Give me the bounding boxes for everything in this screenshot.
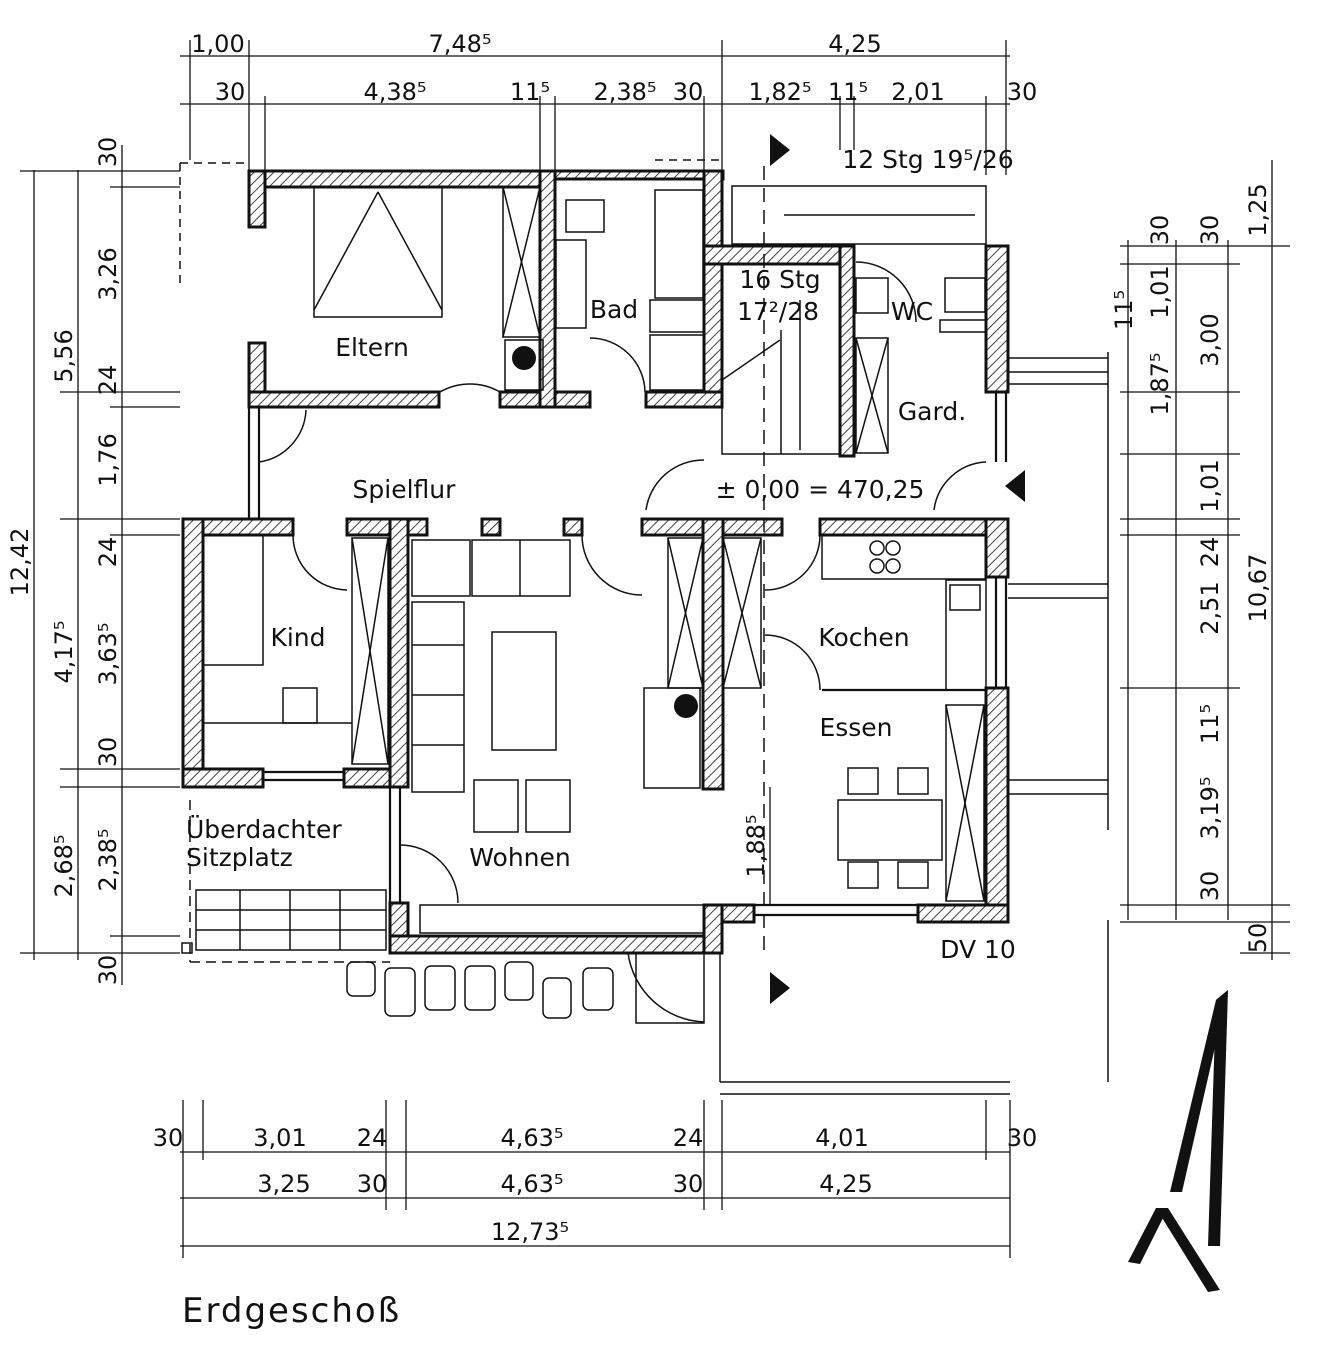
- walls: [181, 169, 1010, 955]
- dim-right-3-00: 3,00: [1196, 313, 1224, 366]
- dim-top-1-00: 1,00: [191, 30, 244, 58]
- plan-title: Erdgeschoß: [182, 1291, 401, 1331]
- dim-right-24: 24: [1196, 537, 1224, 568]
- dim-bot-24-a: 24: [357, 1124, 388, 1152]
- dim-top-30-c: 30: [1007, 78, 1038, 106]
- stair-count: 16 Stg: [739, 265, 820, 294]
- dim-right-30-c: 30: [1146, 215, 1174, 246]
- dim-left-24-b: 24: [94, 537, 122, 568]
- dim-left-30-a: 30: [94, 137, 122, 168]
- dim-top-7-48: 7,48⁵: [428, 30, 491, 58]
- dim-right-30-a: 30: [1196, 215, 1224, 246]
- room-sitzplatz-line1: Überdachter: [186, 815, 342, 844]
- dim-left-30-c: 30: [94, 955, 122, 986]
- level-label: ± 0,00 = 470,25: [716, 475, 925, 504]
- dim-top-11-b: 11⁵: [828, 78, 868, 106]
- dim-top-30-a: 30: [215, 78, 246, 106]
- dim-bot-30-b: 30: [1007, 1124, 1038, 1152]
- dim-right-2-51: 2,51: [1196, 581, 1224, 634]
- room-kind: Kind: [270, 623, 325, 652]
- dim-right-1-01-a: 1,01: [1146, 265, 1174, 318]
- dim-bot-4-25: 4,25: [819, 1170, 872, 1198]
- dim-left-12-42: 12,42: [6, 528, 34, 597]
- room-eltern: Eltern: [335, 333, 409, 362]
- room-labels: Eltern Bad WC Gard. Spielflur Kind Koche…: [186, 295, 966, 872]
- dim-right-1-01-b: 1,01: [1196, 459, 1224, 512]
- dim-wohnen-height: 1,88⁵: [742, 814, 770, 877]
- dim-top-4-25: 4,25: [828, 30, 881, 58]
- entry-stair-label: 12 Stg 19⁵/26: [842, 145, 1013, 174]
- dim-top-4-38: 4,38⁵: [363, 78, 426, 106]
- dimension-texts-left: 12,42 5,56 4,17⁵ 2,68⁵ 30 3,26 24 1,76 2…: [6, 137, 122, 986]
- north-arrow: [1128, 990, 1228, 1292]
- dim-top-2-01: 2,01: [891, 78, 944, 106]
- room-kochen: Kochen: [818, 623, 909, 652]
- stair-labels: 16 Stg 17²/28 12 Stg 19⁵/26: [737, 145, 1014, 326]
- dim-left-2-38: 2,38⁵: [94, 828, 122, 891]
- dim-right-30-b: 30: [1196, 871, 1224, 902]
- dimension-texts-bottom: 30 3,01 24 4,63⁵ 24 4,01 30 3,25 30 4,63…: [153, 1124, 1038, 1246]
- dim-bot-4-01: 4,01: [815, 1124, 868, 1152]
- room-essen: Essen: [819, 713, 892, 742]
- dim-bot-total: 12,73⁵: [491, 1218, 569, 1246]
- misc-labels: ± 0,00 = 470,25 DV 10 1,88⁵ Erdgeschoß: [182, 475, 1016, 1331]
- dim-left-3-26: 3,26: [94, 247, 122, 300]
- dim-left-30-b: 30: [94, 737, 122, 768]
- dimension-texts-right: 1,25 10,67 50 30 3,00 1,01 24 2,51 11⁵ 3…: [1110, 183, 1272, 953]
- dim-top-1-82: 1,82⁵: [748, 78, 811, 106]
- room-wc: WC: [891, 297, 933, 326]
- thin-walls: [179, 159, 1008, 963]
- dim-right-1-87: 1,87⁵: [1146, 352, 1174, 415]
- stepping-stones: [346, 961, 614, 1019]
- stair-ratio: 17²/28: [737, 297, 819, 326]
- room-bad: Bad: [590, 295, 638, 324]
- dim-bot-4-63-b: 4,63⁵: [500, 1170, 563, 1198]
- dim-right-11-b: 11⁵: [1196, 704, 1224, 744]
- dim-left-3-63: 3,63⁵: [94, 622, 122, 685]
- doors: [258, 261, 987, 1023]
- dimension-texts-top: 1,00 7,48⁵ 4,25 30 4,38⁵ 11⁵ 2,38⁵ 30 1,…: [191, 30, 1037, 106]
- dim-left-24-a: 24: [94, 365, 122, 396]
- room-spielflur: Spielflur: [353, 475, 457, 504]
- dim-bot-30-d: 30: [673, 1170, 704, 1198]
- dim-bot-24-b: 24: [673, 1124, 704, 1152]
- stairs: [635, 185, 1010, 1095]
- dim-left-1-76: 1,76: [94, 433, 122, 486]
- dim-top-30-b: 30: [673, 78, 704, 106]
- dim-right-50: 50: [1244, 923, 1272, 954]
- dim-bot-30-c: 30: [357, 1170, 388, 1198]
- room-gard: Gard.: [898, 397, 966, 426]
- dim-top-11-a: 11⁵: [510, 78, 550, 106]
- dim-bot-3-01: 3,01: [253, 1124, 306, 1152]
- dim-top-2-38: 2,38⁵: [593, 78, 656, 106]
- dim-right-10-67: 10,67: [1244, 554, 1272, 623]
- dim-bot-30-a: 30: [153, 1124, 184, 1152]
- dim-left-5-56: 5,56: [50, 329, 78, 382]
- dim-right-1-25: 1,25: [1244, 183, 1272, 236]
- dim-left-4-17: 4,17⁵: [50, 620, 78, 683]
- dim-bot-3-25: 3,25: [257, 1170, 310, 1198]
- dim-right-11-a: 11⁵: [1110, 290, 1138, 330]
- dim-right-3-19: 3,19⁵: [1196, 776, 1224, 839]
- room-wohnen: Wohnen: [469, 843, 570, 872]
- room-sitzplatz-line2: Sitzplatz: [186, 843, 293, 872]
- dim-bot-4-63-a: 4,63⁵: [500, 1124, 563, 1152]
- furniture: [181, 186, 987, 954]
- window-code: DV 10: [940, 935, 1016, 964]
- dim-left-2-68: 2,68⁵: [50, 834, 78, 897]
- section-markers: [763, 134, 1025, 1004]
- dimension-lines: [20, 40, 1290, 1258]
